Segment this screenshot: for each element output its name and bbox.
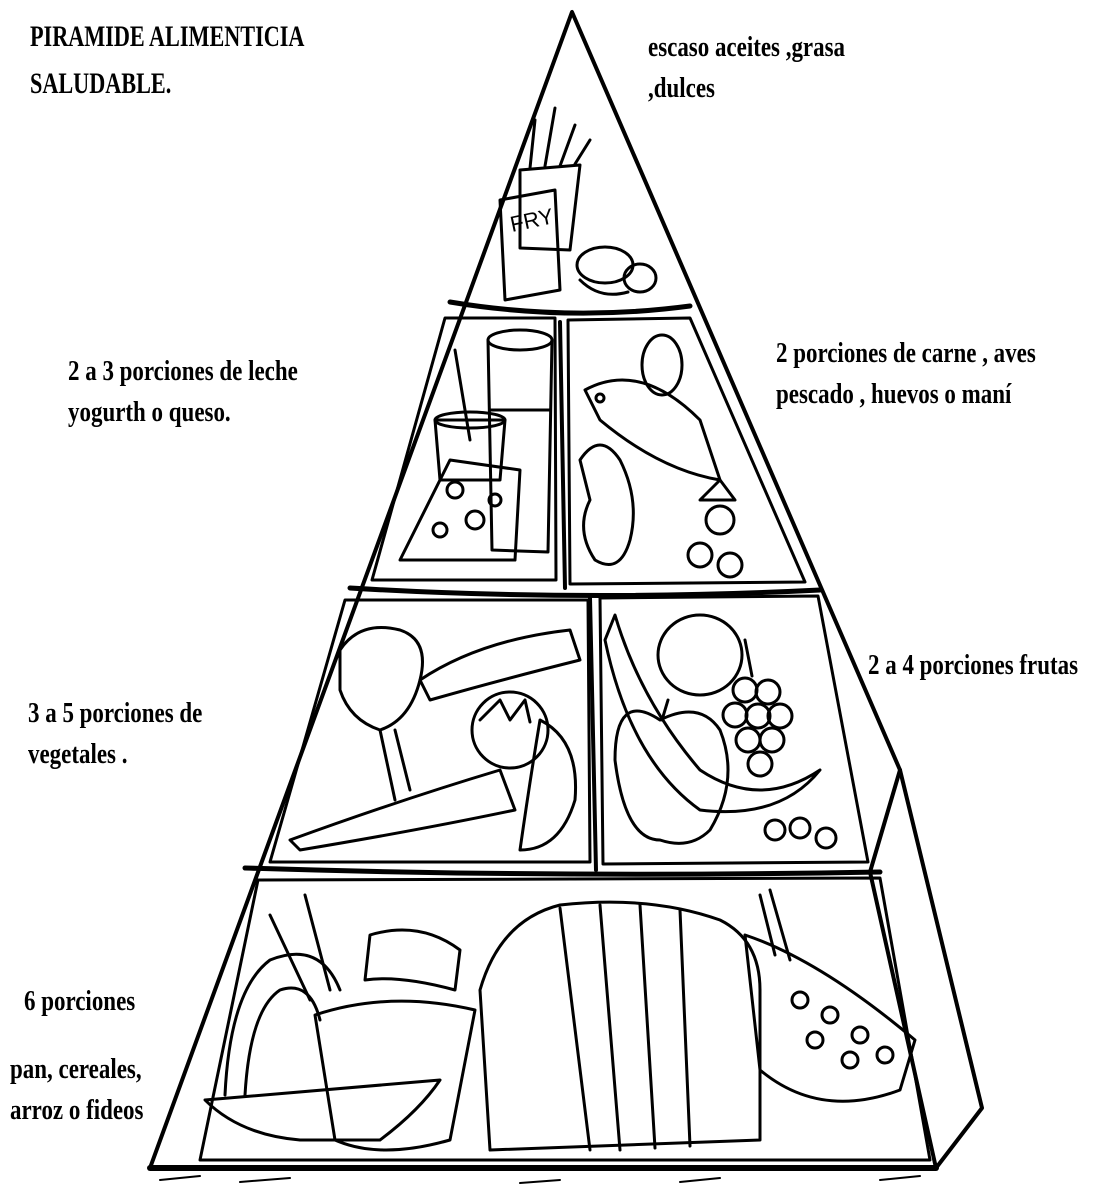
label-top-line-2: ,dulces — [648, 69, 845, 110]
title-line-1: PIRAMIDE ALIMENTICIA — [30, 14, 304, 61]
label-protein-line-2: pescado , huevos o maní — [776, 375, 1036, 416]
banana-icon — [605, 615, 820, 812]
title-line-2: SALUDABLE. — [30, 61, 304, 108]
page-title: PIRAMIDE ALIMENTICIA SALUDABLE. — [30, 14, 304, 107]
panel-dairy — [372, 318, 556, 580]
label-dairy-tier: 2 a 3 porciones de leche yogurth o queso… — [68, 352, 298, 433]
panel-grains — [200, 878, 930, 1160]
label-dairy-line-2: yogurth o queso. — [68, 393, 298, 434]
divider-dairy-protein — [560, 322, 565, 588]
label-grains-line-1: 6 porciones — [24, 982, 135, 1023]
tier-line-1 — [450, 302, 690, 313]
milk-glass-icon — [488, 330, 552, 552]
nuts-icon — [688, 506, 742, 577]
corn-icon — [420, 630, 580, 700]
label-vegetables-tier: 3 a 5 porciones de vegetales . — [28, 694, 202, 775]
label-protein-tier: 2 porciones de carne , aves pescado , hu… — [776, 334, 1036, 415]
label-protein-line-1: 2 porciones de carne , aves — [776, 334, 1036, 375]
spaghetti-icon — [205, 895, 440, 1140]
label-top-line-1: escaso aceites ,grasa — [648, 28, 845, 69]
pyramid-side-edge — [870, 770, 936, 1168]
cereal-bowl-icon — [315, 930, 475, 1150]
tier-line-2 — [350, 588, 820, 596]
broccoli-icon — [340, 628, 423, 801]
label-grains-tier-heading: 6 porciones — [24, 982, 135, 1023]
label-vegetables-line-1: 3 a 5 porciones de — [28, 694, 202, 735]
label-vegetables-line-2: vegetales . — [28, 735, 202, 776]
peanut-icon — [580, 445, 633, 565]
panel-vegetables — [270, 600, 590, 862]
panel-fruits — [600, 596, 868, 864]
grapes-icon — [723, 640, 792, 776]
tier-line-3 — [245, 868, 880, 874]
label-grains-line-3: arroz o fideos — [10, 1091, 143, 1132]
svg-text:FRY: FRY — [508, 203, 556, 237]
rice-bowl-icon — [745, 890, 915, 1101]
label-grains-line-2: pan, cereales, — [10, 1050, 143, 1091]
label-top-tier: escaso aceites ,grasa ,dulces — [648, 28, 845, 109]
carrot-icon — [290, 770, 515, 850]
pear-icon — [658, 615, 742, 695]
label-fruits-line-1: 2 a 4 porciones frutas — [868, 646, 1078, 687]
tomato-icon — [472, 692, 548, 768]
fries-icon: FRY — [500, 108, 656, 300]
cheese-icon — [400, 460, 520, 560]
egg-icon — [642, 335, 682, 395]
label-fruits-tier: 2 a 4 porciones frutas — [868, 646, 1078, 687]
panel-protein — [568, 318, 805, 584]
bread-loaf-icon — [480, 902, 760, 1150]
ground-marks — [160, 1176, 920, 1183]
label-dairy-line-1: 2 a 3 porciones de leche — [68, 352, 298, 393]
label-grains-tier-detail: pan, cereales, arroz o fideos — [10, 1050, 143, 1131]
fish-icon — [585, 380, 735, 500]
cherries-icon — [765, 818, 836, 848]
yogurt-cup-icon — [435, 350, 505, 480]
